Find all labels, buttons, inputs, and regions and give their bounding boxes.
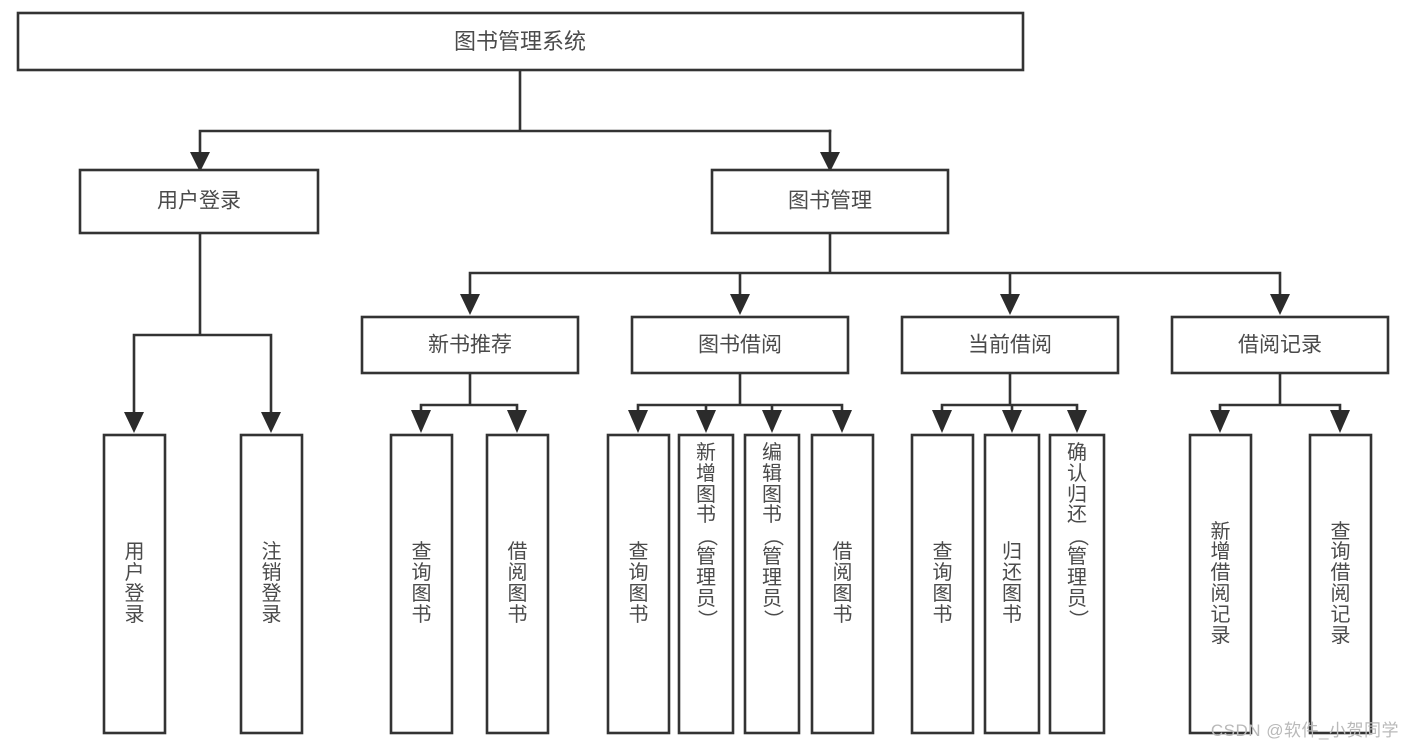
node-book-management[interactable]: 图书管理 bbox=[710, 168, 950, 235]
leaf-node[interactable] bbox=[1188, 433, 1253, 735]
node-current-borrow[interactable]: 当前借阅 bbox=[900, 315, 1120, 375]
node-user-login[interactable]: 用户登录 bbox=[78, 168, 320, 235]
node-current-borrow-label: 当前借阅 bbox=[968, 334, 1052, 357]
leaf-node[interactable] bbox=[1048, 433, 1106, 735]
leaf-node[interactable] bbox=[677, 433, 735, 735]
leaf-node[interactable] bbox=[1308, 433, 1373, 735]
connector-new-books-to-leaves bbox=[411, 371, 527, 433]
connector-book-mgmt-to-level3 bbox=[460, 231, 1290, 315]
connector-root-to-level2 bbox=[190, 68, 840, 172]
node-book-management-label: 图书管理 bbox=[788, 190, 872, 213]
leaf-node[interactable] bbox=[606, 433, 671, 735]
connector-user-login-to-leaves bbox=[124, 231, 281, 433]
node-root-system-label: 图书管理系统 bbox=[454, 29, 586, 54]
node-root-system[interactable]: 图书管理系统 bbox=[16, 11, 1025, 72]
node-book-borrow-label: 图书借阅 bbox=[698, 334, 782, 357]
connector-borrow-to-leaves bbox=[628, 371, 852, 433]
leaf-node[interactable] bbox=[389, 433, 454, 735]
connector-current-borrow-to-leaves bbox=[932, 371, 1087, 433]
node-new-book-recommend[interactable]: 新书推荐 bbox=[360, 315, 580, 375]
node-borrow-record-label: 借阅记录 bbox=[1238, 334, 1322, 357]
leaf-node[interactable] bbox=[102, 433, 167, 735]
leaf-node[interactable] bbox=[810, 433, 875, 735]
leaf-node[interactable] bbox=[239, 433, 304, 735]
connector-borrow-record-to-leaves bbox=[1210, 371, 1350, 433]
leaf-node[interactable] bbox=[485, 433, 550, 735]
node-new-book-recommend-label: 新书推荐 bbox=[428, 334, 512, 357]
leaf-node[interactable] bbox=[910, 433, 975, 735]
node-user-login-label: 用户登录 bbox=[157, 190, 241, 213]
node-borrow-record[interactable]: 借阅记录 bbox=[1170, 315, 1390, 375]
leaf-node[interactable] bbox=[983, 433, 1041, 735]
node-book-borrow[interactable]: 图书借阅 bbox=[630, 315, 850, 375]
leaf-node[interactable] bbox=[743, 433, 801, 735]
